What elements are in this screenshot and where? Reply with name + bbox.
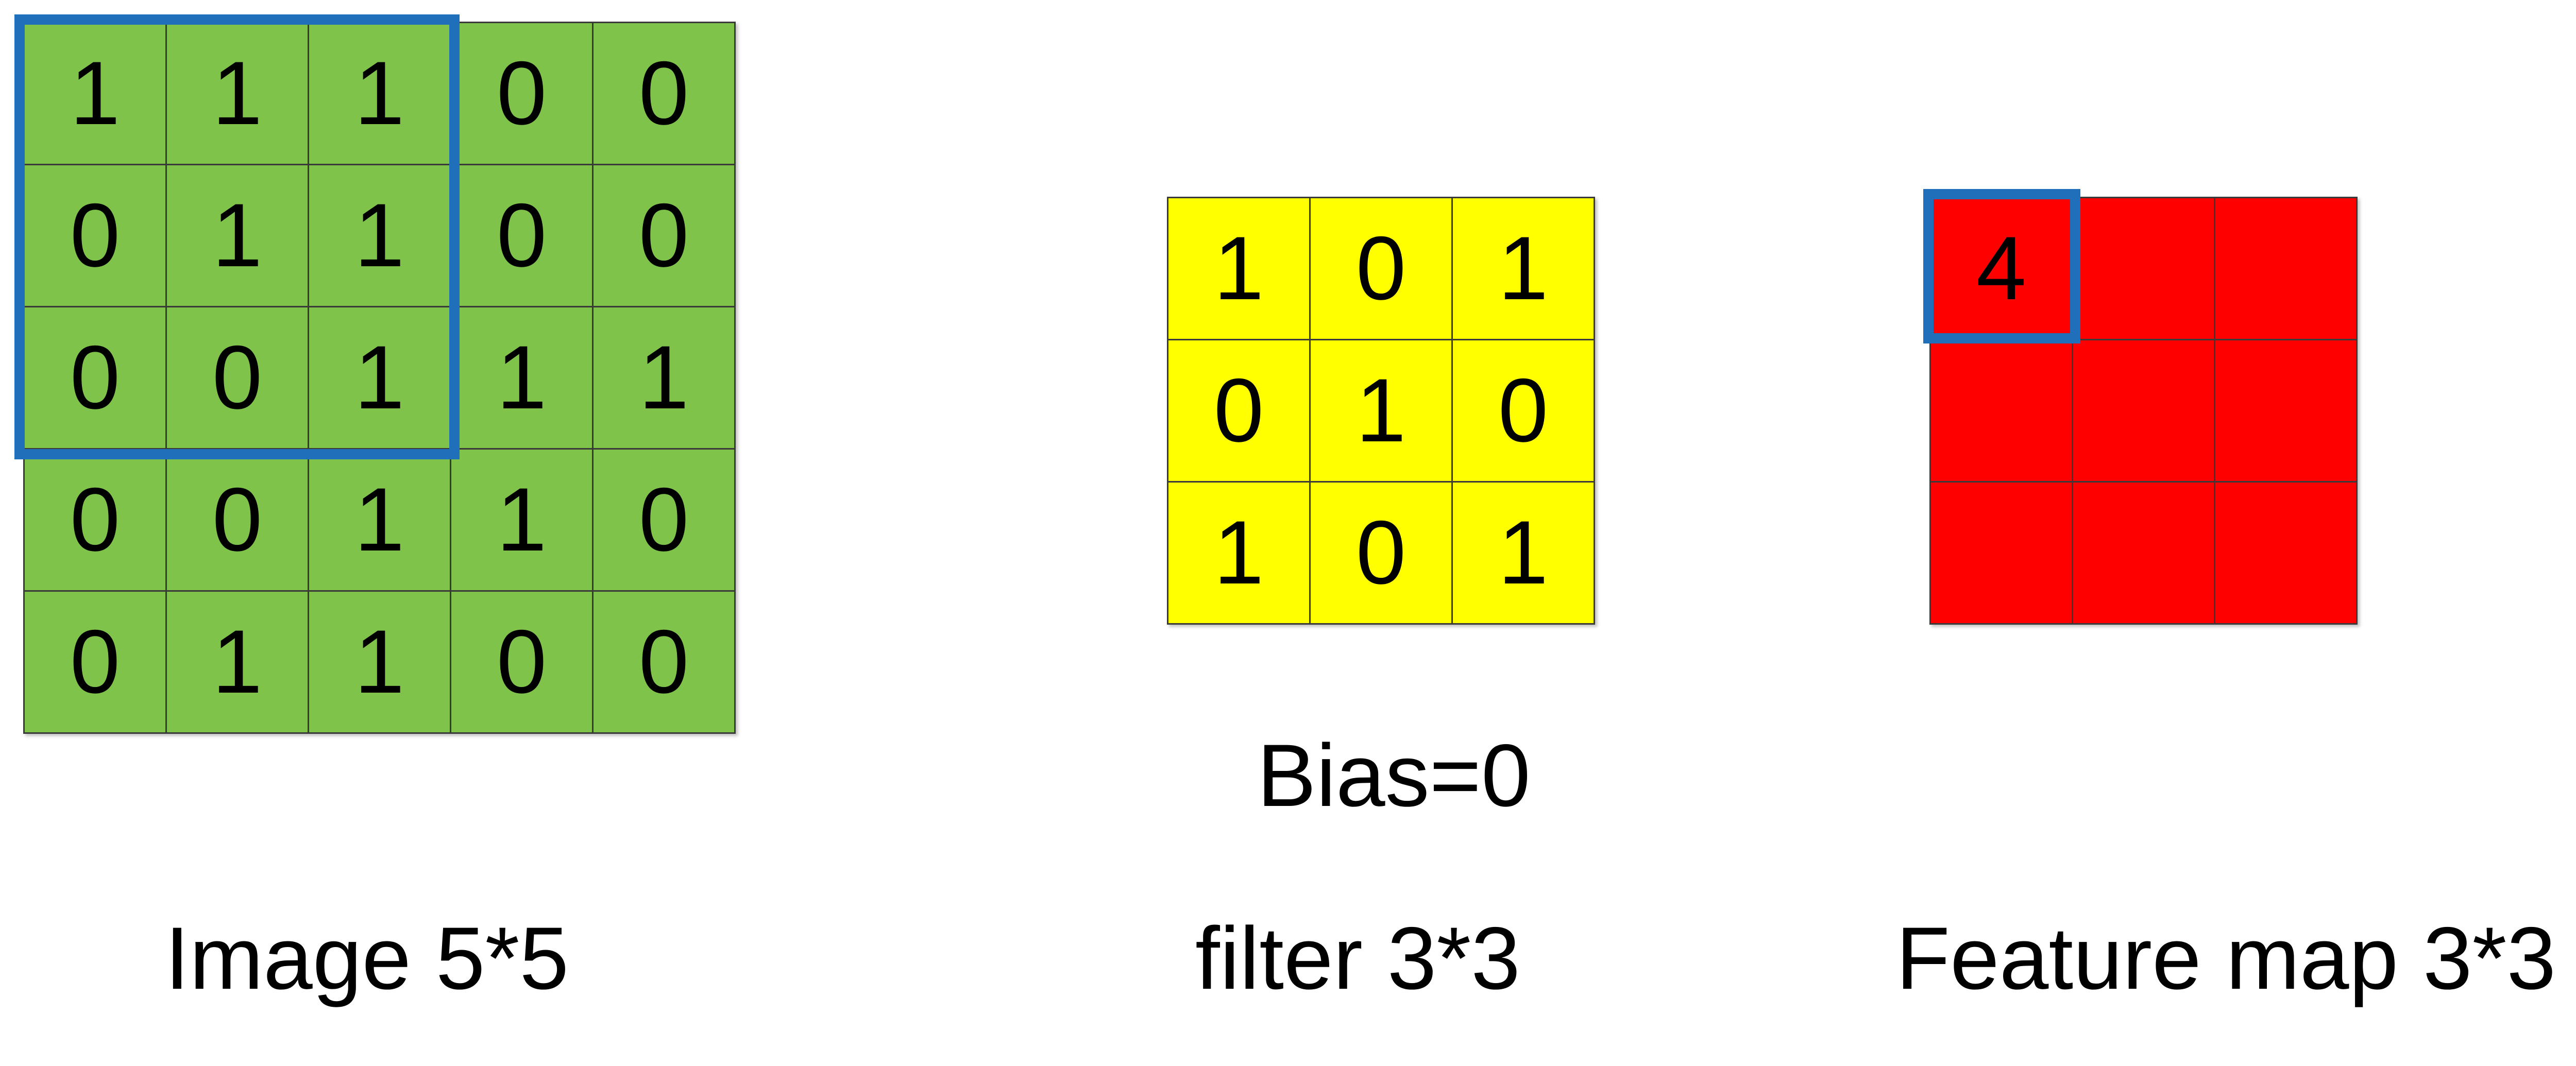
image-cell-1-1: 1 <box>167 165 309 307</box>
filter-cell-2-0: 1 <box>1168 483 1311 625</box>
feature-map-cell-highlight <box>1923 189 2080 343</box>
feature-map-cell-2-2 <box>2215 483 2358 625</box>
image-cell-0-3: 0 <box>451 23 594 165</box>
image-cell-4-3: 0 <box>451 592 594 734</box>
feature-map-cell-0-1 <box>2073 198 2215 340</box>
image-cell-0-0: 1 <box>25 23 167 165</box>
feature-map-cell-2-0 <box>1931 483 2073 625</box>
image-cell-4-2: 1 <box>309 592 451 734</box>
filter-cell-2-1: 0 <box>1311 483 1453 625</box>
image-cell-0-1: 1 <box>167 23 309 165</box>
feature-map-cell-1-1 <box>2073 340 2215 483</box>
image-receptive-field-highlight <box>14 14 460 459</box>
filter-cell-1-1: 1 <box>1311 340 1453 483</box>
feature-map-cell-1-2 <box>2215 340 2358 483</box>
feature-map-matrix: 4 <box>1929 197 2358 625</box>
feature-map-cell-1-0 <box>1931 340 2073 483</box>
image-cell-0-2: 1 <box>309 23 451 165</box>
feature-map-cell-0-2 <box>2215 198 2358 340</box>
image-cell-3-0: 0 <box>25 450 167 592</box>
image-caption: Image 5*5 <box>165 909 569 1008</box>
image-cell-0-4: 0 <box>594 23 736 165</box>
image-cell-3-2: 1 <box>309 450 451 592</box>
image-cell-4-1: 1 <box>167 592 309 734</box>
filter-cell-1-2: 0 <box>1453 340 1595 483</box>
image-cell-4-4: 0 <box>594 592 736 734</box>
filter-caption: filter 3*3 <box>1195 909 1520 1008</box>
feature-map-caption: Feature map 3*3 <box>1896 909 2556 1008</box>
image-cell-1-4: 0 <box>594 165 736 307</box>
image-cell-1-3: 0 <box>451 165 594 307</box>
feature-map-cell-2-1 <box>2073 483 2215 625</box>
image-cell-2-3: 1 <box>451 307 594 450</box>
filter-cell-0-0: 1 <box>1168 198 1311 340</box>
image-cell-3-1: 0 <box>167 450 309 592</box>
image-cell-1-0: 0 <box>25 165 167 307</box>
image-cell-3-3: 1 <box>451 450 594 592</box>
image-cell-4-0: 0 <box>25 592 167 734</box>
image-cell-2-1: 0 <box>167 307 309 450</box>
image-cell-3-4: 0 <box>594 450 736 592</box>
image-cell-2-4: 1 <box>594 307 736 450</box>
image-cell-2-2: 1 <box>309 307 451 450</box>
filter-cell-0-1: 0 <box>1311 198 1453 340</box>
bias-label: Bias=0 <box>1257 726 1531 825</box>
filter-cell-1-0: 0 <box>1168 340 1311 483</box>
image-cell-2-0: 0 <box>25 307 167 450</box>
feature-map-cell-0-0: 4 <box>1931 198 2073 340</box>
filter-cell-0-2: 1 <box>1453 198 1595 340</box>
filter-cell-2-2: 1 <box>1453 483 1595 625</box>
